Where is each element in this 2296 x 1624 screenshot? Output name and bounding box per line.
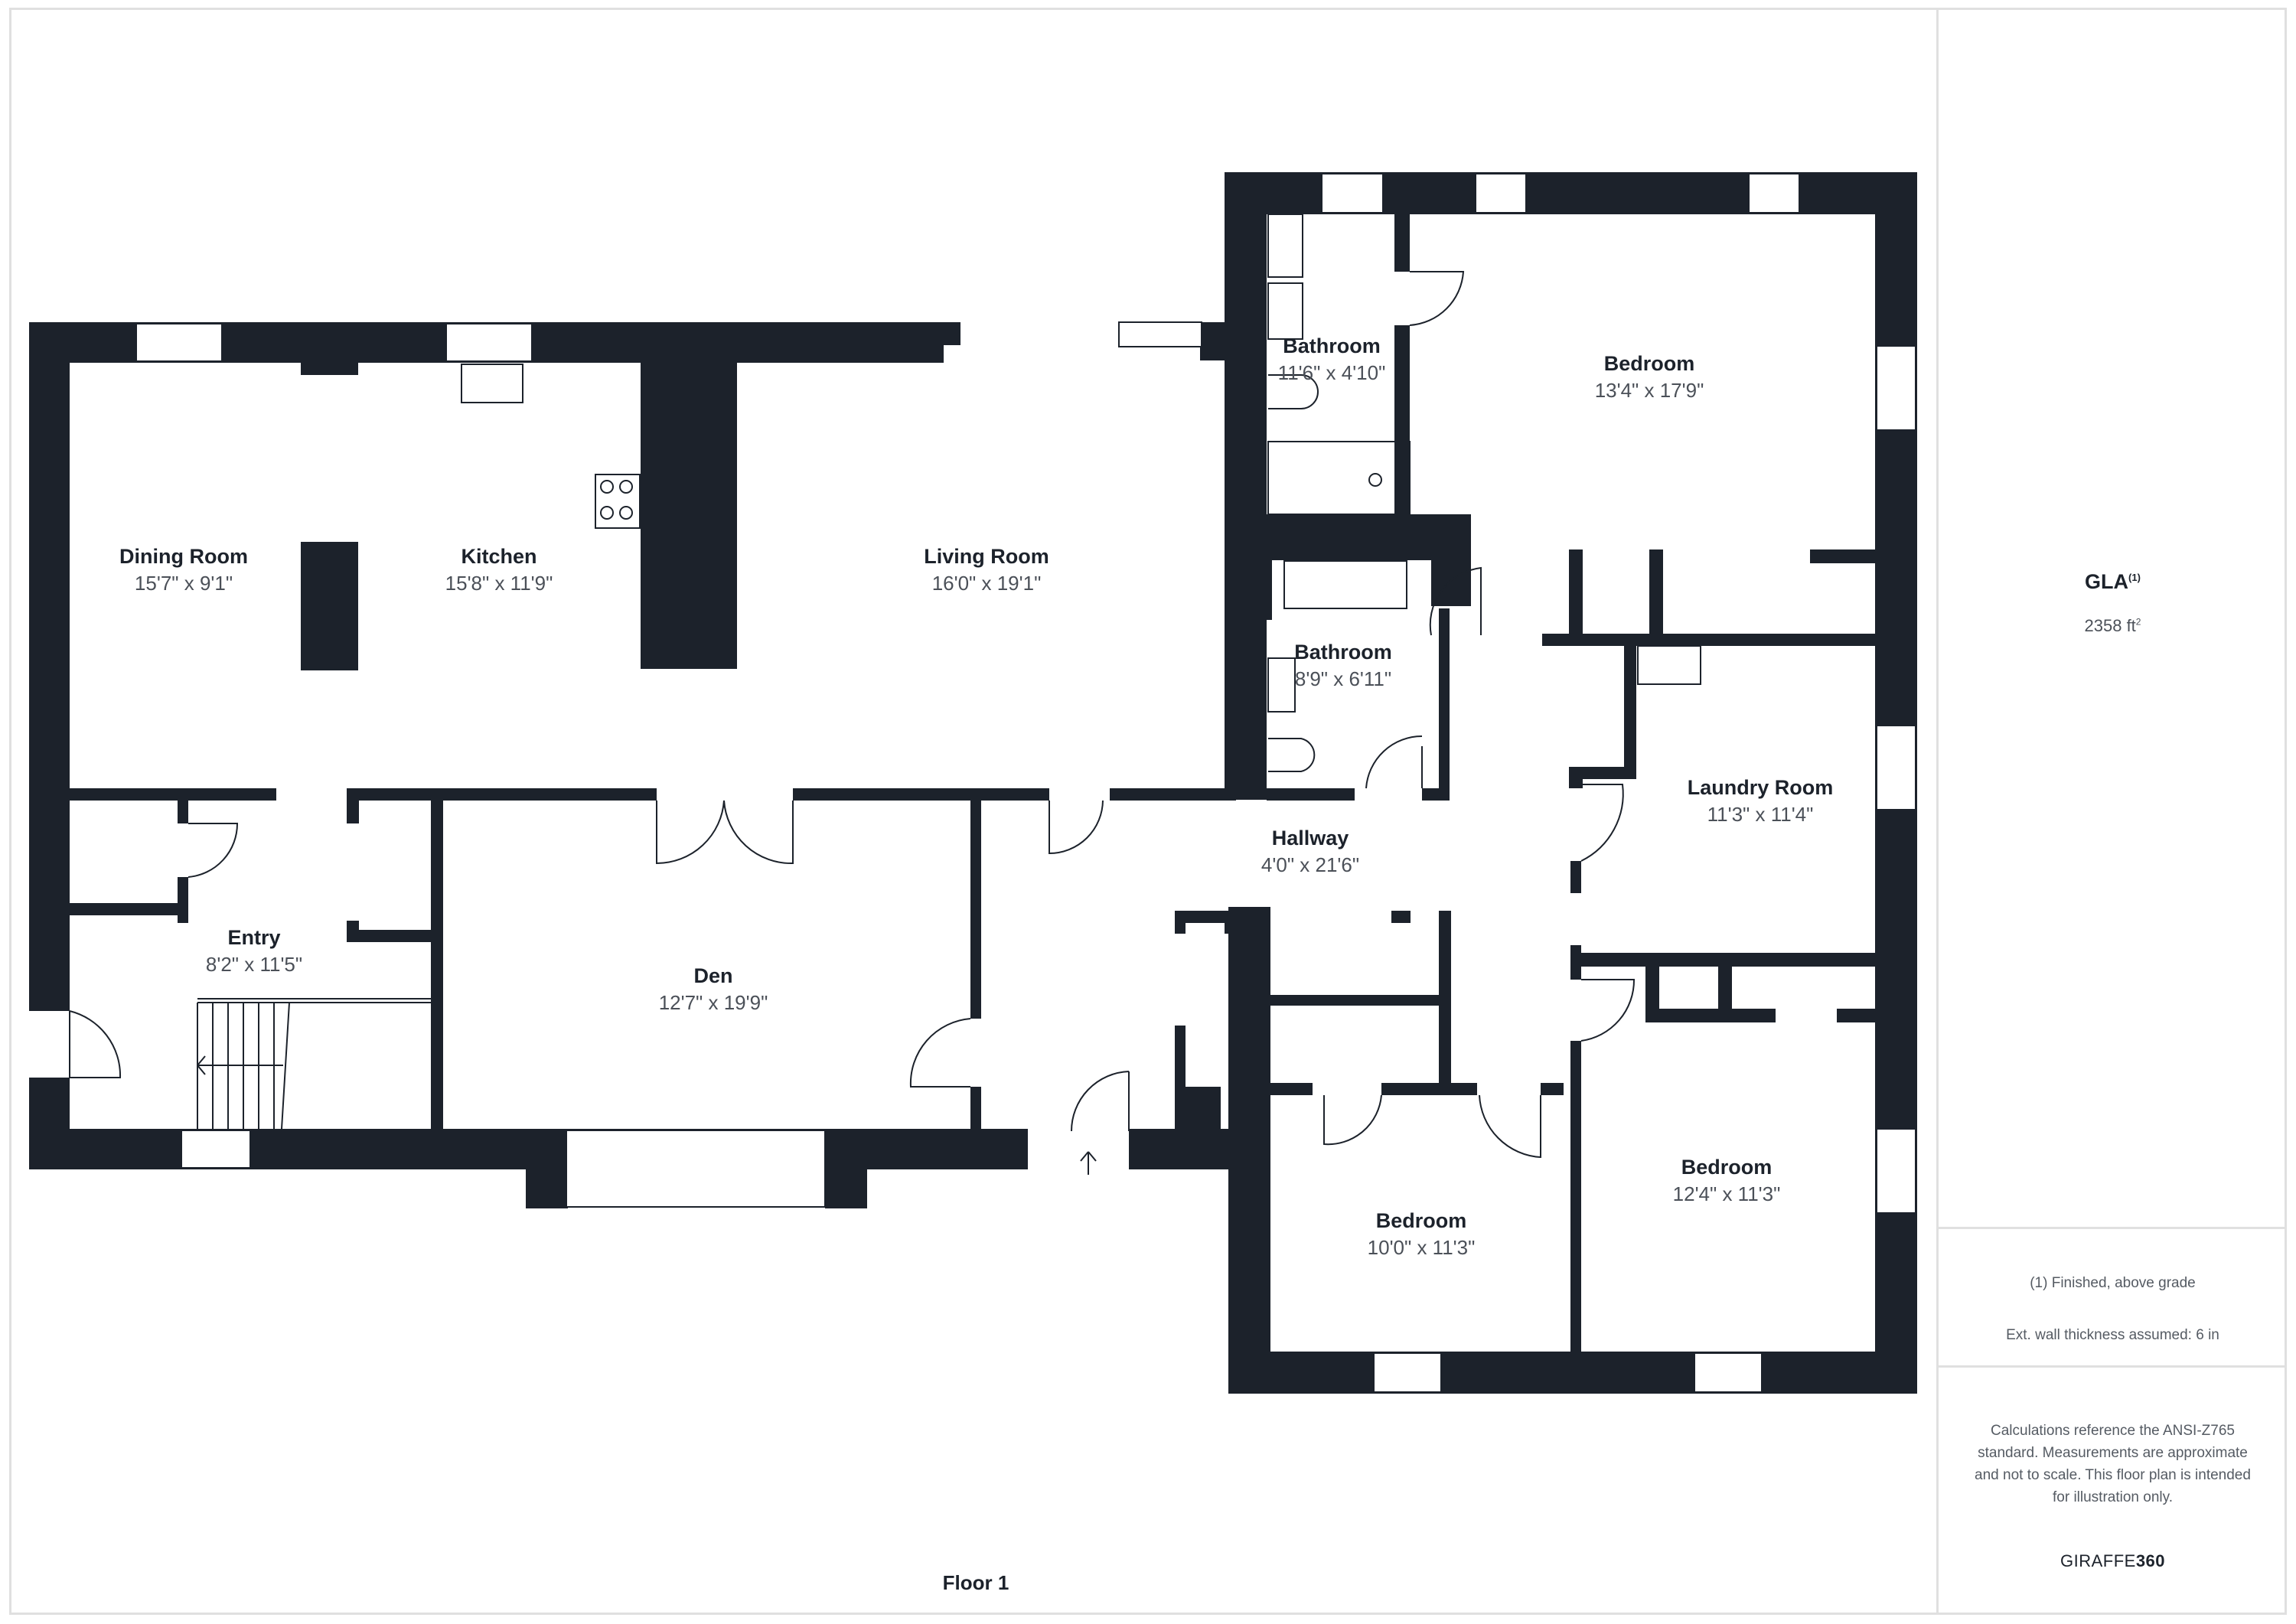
room-dimensions: 8'2" x 11'5" bbox=[205, 953, 303, 976]
room-name: Kitchen bbox=[461, 545, 537, 568]
room-label-living-room: Living Room 16'0" x 19'1" bbox=[924, 543, 1049, 597]
room-dimensions: 10'0" x 11'3" bbox=[1367, 1236, 1476, 1259]
note-finished: (1) Finished, above grade bbox=[2030, 1275, 2196, 1291]
room-label-bathroom-1: Bathroom 11'6" x 4'10" bbox=[1278, 333, 1386, 386]
gla-unit-sup: 2 bbox=[2135, 616, 2141, 628]
room-name: Hallway bbox=[1271, 827, 1349, 850]
room-name: Bathroom bbox=[1294, 641, 1392, 664]
room-dimensions: 12'4" x 11'3" bbox=[1672, 1182, 1781, 1205]
gla-label: GLA bbox=[2085, 570, 2129, 593]
room-label-hallway: Hallway 4'0" x 21'6" bbox=[1261, 825, 1359, 879]
doors bbox=[69, 271, 1636, 1159]
room-label-kitchen: Kitchen 15'8" x 11'9" bbox=[445, 543, 553, 597]
page-frame bbox=[9, 8, 2287, 1615]
room-label-bedroom-3: Bedroom 12'4" x 11'3" bbox=[1673, 1154, 1781, 1208]
room-label-laundry-room: Laundry Room 11'3" x 11'4" bbox=[1688, 774, 1834, 828]
note-wall-thickness: Ext. wall thickness assumed: 6 in bbox=[2006, 1327, 2219, 1343]
room-label-dining-room: Dining Room 15'7" x 9'1" bbox=[119, 543, 248, 597]
room-dimensions: 4'0" x 21'6" bbox=[1261, 853, 1360, 876]
room-label-bedroom-2: Bedroom 10'0" x 11'3" bbox=[1368, 1208, 1476, 1261]
room-dimensions: 15'8" x 11'9" bbox=[445, 572, 553, 595]
disclaimer-text: Calculations reference the ANSI-Z765 sta… bbox=[1975, 1423, 2251, 1505]
room-dimensions: 15'7" x 9'1" bbox=[134, 572, 233, 595]
room-label-bathroom-2: Bathroom 8'9" x 6'11" bbox=[1294, 639, 1392, 693]
room-name: Bathroom bbox=[1283, 334, 1381, 357]
notes-section: (1) Finished, above grade Ext. wall thic… bbox=[1939, 1229, 2287, 1368]
room-label-entry: Entry 8'2" x 11'5" bbox=[206, 925, 302, 978]
gla-title: GLA(1) bbox=[1939, 570, 2287, 594]
gla-number: 2358 ft bbox=[2084, 616, 2136, 635]
room-label-den: Den 12'7" x 19'9" bbox=[659, 963, 768, 1016]
floor-plan bbox=[29, 172, 1917, 1394]
disclaimer-section: Calculations reference the ANSI-Z765 sta… bbox=[1939, 1368, 2287, 1615]
room-name: Living Room bbox=[924, 545, 1049, 568]
room-dimensions: 13'4" x 17'9" bbox=[1594, 379, 1704, 402]
gla-footnote: (1) bbox=[2128, 572, 2141, 583]
room-name: Laundry Room bbox=[1687, 776, 1834, 799]
room-dimensions: 11'3" x 11'4" bbox=[1707, 803, 1814, 826]
room-dimensions: 8'9" x 6'11" bbox=[1294, 667, 1392, 690]
room-name: Dining Room bbox=[119, 545, 248, 568]
brand-light: GIRAFFE bbox=[2060, 1551, 2136, 1570]
room-dimensions: 11'6" x 4'10" bbox=[1277, 361, 1386, 384]
fixtures bbox=[197, 214, 1701, 1175]
room-dimensions: 16'0" x 19'1" bbox=[931, 572, 1042, 595]
floor-label: Floor 1 bbox=[942, 1571, 1009, 1594]
room-label-bedroom-primary: Bedroom 13'4" x 17'9" bbox=[1595, 351, 1704, 404]
room-name: Bedroom bbox=[1603, 352, 1695, 375]
room-dimensions: 12'7" x 19'9" bbox=[658, 991, 768, 1014]
brand-logo: GIRAFFE360 bbox=[1939, 1551, 2287, 1571]
gla-section: GLA(1) 2358 ft2 bbox=[1939, 8, 2287, 1229]
brand-bold: 360 bbox=[2135, 1551, 2166, 1570]
gla-value: 2358 ft2 bbox=[1939, 616, 2287, 636]
room-name: Bedroom bbox=[1375, 1209, 1467, 1232]
room-name: Entry bbox=[227, 926, 281, 949]
room-name: Den bbox=[693, 964, 733, 987]
windows bbox=[135, 173, 1916, 1393]
room-name: Bedroom bbox=[1681, 1156, 1773, 1179]
info-panel: GLA(1) 2358 ft2 (1) Finished, above grad… bbox=[1936, 8, 2287, 1615]
